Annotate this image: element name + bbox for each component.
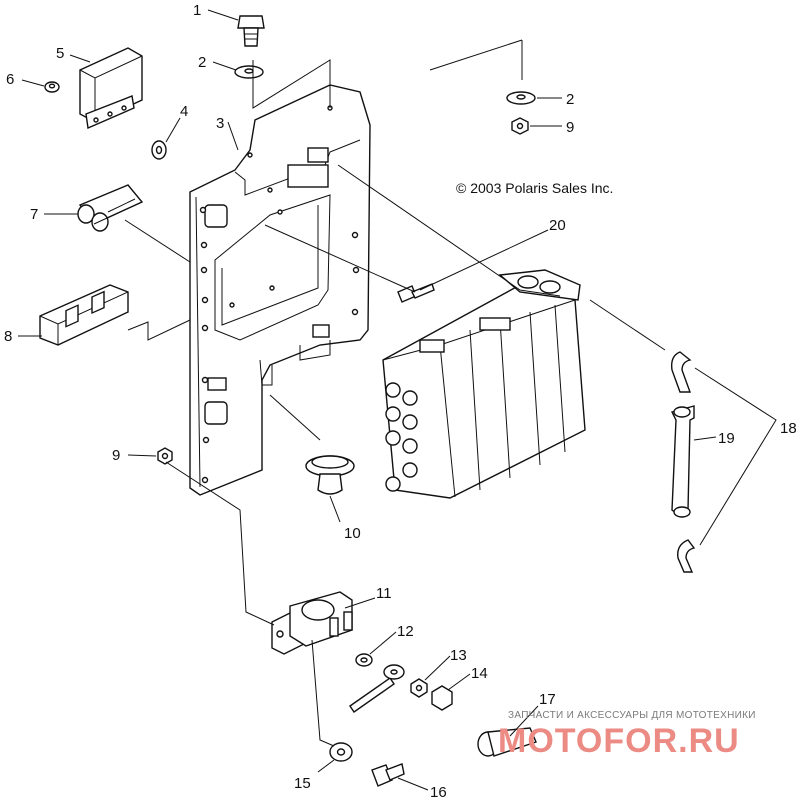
callout-2-left: 2 — [198, 54, 206, 71]
callout-15: 15 — [294, 775, 311, 792]
callout-1: 1 — [193, 2, 201, 19]
callout-20: 20 — [549, 217, 566, 234]
callout-5: 5 — [56, 45, 64, 62]
callout-10: 10 — [344, 525, 361, 542]
callout-13: 13 — [450, 647, 467, 664]
callout-19: 19 — [718, 430, 735, 447]
mounting-plate — [189, 84, 371, 496]
callout-11: 11 — [376, 585, 392, 602]
watermark: ЗАПЧАСТИ И АКСЕССУАРЫ ДЛЯ МОТОТЕХНИКИ MO… — [498, 710, 756, 760]
hook-icon — [670, 351, 696, 573]
bracket-plate-icon — [39, 284, 129, 346]
callout-16: 16 — [430, 784, 447, 801]
bolt-icon — [237, 15, 265, 47]
bolt-14-icon — [431, 685, 453, 711]
callout-6: 6 — [6, 71, 14, 88]
callout-14: 14 — [471, 665, 488, 682]
fuse-holder-icon — [477, 727, 537, 757]
callout-17: 17 — [539, 691, 556, 708]
callout-12: 12 — [397, 623, 414, 640]
cdi-box-icon — [382, 269, 586, 499]
clamp-icon — [305, 455, 355, 495]
washer-icon — [44, 65, 536, 762]
terminal-icon — [349, 664, 405, 713]
callout-3: 3 — [216, 115, 224, 132]
callout-labels: 1 2 2 3 4 5 6 7 8 9 9 10 11 12 13 14 15 … — [4, 2, 797, 801]
callout-7: 7 — [30, 206, 38, 223]
callout-2-right: 2 — [566, 91, 574, 108]
callout-18: 18 — [780, 420, 797, 437]
callout-9-left: 9 — [112, 447, 120, 464]
strap-icon — [77, 184, 144, 232]
callout-9-right: 9 — [566, 119, 574, 136]
nut-icon — [157, 117, 529, 698]
watermark-brand: MOTOFOR.RU — [498, 722, 740, 760]
leader-lines — [18, 9, 777, 791]
callout-8: 8 — [4, 328, 12, 345]
copyright-notice: © 2003 Polaris Sales Inc. — [456, 180, 613, 196]
relay-icon — [79, 47, 143, 130]
callout-4: 4 — [180, 103, 188, 120]
watermark-tagline: ЗАПЧАСТИ И АКСЕССУАРЫ ДЛЯ МОТОТЕХНИКИ — [508, 710, 756, 721]
solenoid-icon — [271, 591, 353, 655]
screw-icon — [371, 763, 405, 787]
